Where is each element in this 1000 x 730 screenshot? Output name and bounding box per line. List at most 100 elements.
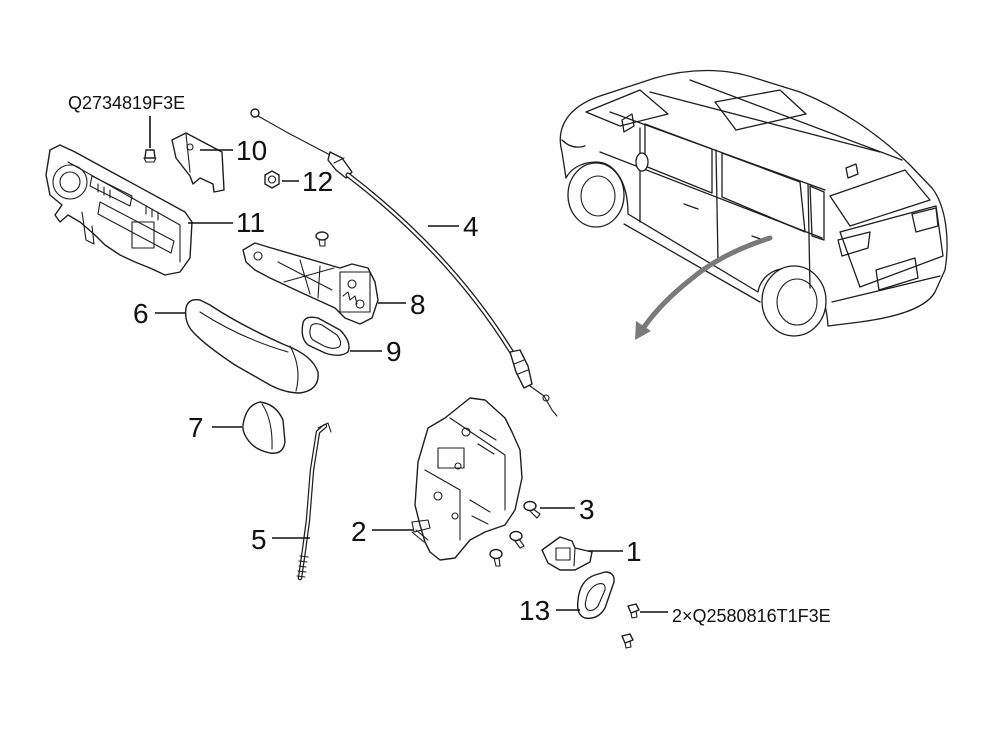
part-2-pivot-b [454, 462, 462, 470]
callout-7: 7 [188, 412, 204, 443]
part-4-conduit-inner [346, 173, 516, 358]
part-4-cable [250, 108, 558, 417]
part-11-socket-outer [52, 164, 88, 200]
handle-screw-head [315, 231, 329, 241]
part-code-labels: Q2734819F3E 2×Q2580816T1F3E [68, 93, 831, 626]
part-8-outline [242, 242, 379, 325]
clip-part-code: Q2734819F3E [68, 93, 185, 113]
part-11-slot-lower [97, 201, 175, 254]
vehicle-b-pillar-door-line [715, 149, 719, 263]
vehicle-quarter-window [809, 185, 825, 241]
part-5-hook [317, 422, 332, 433]
callout-10: 10 [236, 135, 267, 166]
part-2-pivot-d [451, 512, 459, 520]
part-11-outline [45, 144, 193, 276]
vehicle-sill-line [623, 223, 761, 303]
part-1-striker [541, 536, 593, 571]
part-5-rod [296, 422, 332, 581]
part-7-edge [261, 403, 273, 450]
front-wheel [567, 162, 625, 228]
roof-rail-left [649, 91, 881, 153]
rear-wheel [761, 265, 827, 337]
part-9-gasket [301, 316, 350, 356]
clip-bolt [143, 149, 157, 163]
vehicle-side-mirror [635, 152, 649, 172]
part-12-hex [264, 170, 280, 189]
part-8-pivot-a [347, 279, 357, 289]
part-8-handle-bracket [242, 242, 379, 325]
callout-2: 2 [351, 516, 367, 547]
part-6-cap-seam [289, 345, 299, 392]
callout-13: 13 [519, 595, 550, 626]
rear-wheel-rim [776, 278, 818, 326]
part-8-spring [342, 291, 358, 305]
location-arrow [635, 235, 773, 340]
part-1-slot [555, 547, 571, 561]
plate-screws [621, 603, 640, 649]
part-8-lattice [277, 259, 335, 299]
part-13-outer [576, 571, 615, 619]
vehicle-rear-bumper [831, 275, 941, 303]
leader-lines [149, 116, 668, 613]
vehicle-windshield [585, 89, 669, 127]
part-11-block [131, 221, 155, 249]
plate-screw-a [627, 603, 640, 619]
part-7-outline [242, 401, 286, 454]
part-2-ribs [469, 429, 497, 525]
part-2-actuator-box [437, 447, 465, 469]
clip-bolt-head [143, 157, 157, 163]
part-3-screw-c-head [489, 548, 503, 560]
part-11-tab [81, 211, 95, 245]
vehicle-rear-door-line [807, 183, 811, 289]
part-4-end-ball [250, 108, 260, 118]
part-10-outline [171, 132, 225, 193]
part-11-handle-base-frame [45, 144, 193, 276]
part-3-screw-a-shank [529, 508, 541, 519]
part-3-screw-c [489, 548, 503, 567]
callout-numbers: 1 2 3 4 5 6 7 8 9 10 11 12 13 [133, 135, 642, 626]
part-10-bracket-plate [171, 132, 225, 193]
callout-11: 11 [236, 207, 265, 238]
part-2-connector [411, 519, 431, 543]
part-2-housing-edge [424, 469, 461, 541]
callout-1: 1 [626, 536, 642, 567]
part-6-outer-handle [184, 298, 319, 394]
part-3-screw-b-head [509, 530, 523, 542]
part-4-inner-wire [257, 115, 333, 157]
part-11-socket-inner [59, 171, 81, 193]
callout-8: 8 [410, 289, 426, 320]
part-5-thread [296, 555, 309, 578]
plate-screw-a-shank [630, 610, 638, 619]
vehicle-tailgate [839, 205, 944, 288]
part-9-inner [309, 323, 342, 349]
location-arrow-shaft [641, 235, 773, 330]
part-8-pivot-b [355, 299, 365, 309]
part-12-nut [264, 170, 280, 189]
part-4-fitting-ring [333, 157, 345, 164]
part-3-screw-b-shank [514, 538, 525, 549]
part-3-screw-a-head [523, 500, 537, 512]
plate-screw-b-head [621, 633, 634, 644]
roof-rail-right [689, 79, 903, 161]
vehicle-hood-vent [621, 113, 635, 133]
part-4-lower-ring [513, 359, 529, 375]
vehicle-taillight-right [911, 207, 939, 233]
part-10-fold [185, 133, 191, 173]
part-1-outline [541, 536, 593, 571]
part-7-cap [242, 401, 286, 454]
part-13-plate [576, 571, 615, 619]
part-4-lower-fitting [509, 349, 533, 389]
vehicle-rear-emblem [845, 163, 859, 179]
part-4-end-wire [529, 385, 558, 417]
vehicle-illustration [559, 69, 948, 337]
vehicle-front-door-window [644, 123, 713, 194]
callout-5: 5 [251, 524, 267, 555]
plate-screw-b-shank [624, 640, 632, 649]
part-11-rib-b [145, 205, 159, 221]
part-4-end-clip [542, 394, 550, 402]
part-2-cover-edge [449, 417, 506, 511]
plate-screw-a-head [627, 603, 640, 614]
vehicle-rear-glass [829, 169, 931, 227]
callout-12: 12 [302, 166, 333, 197]
